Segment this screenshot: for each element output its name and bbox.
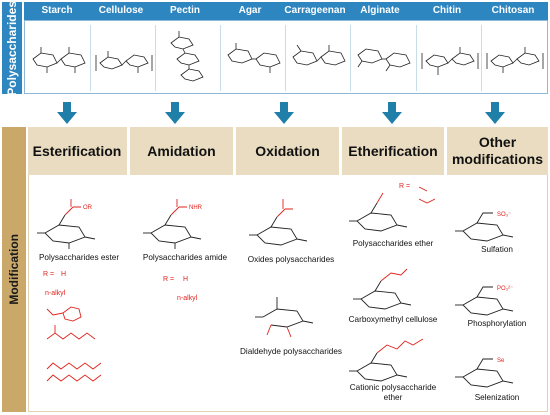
column-title-esterification: Esterification: [32, 142, 122, 159]
structure-divider: [416, 25, 417, 91]
header-divider: [233, 127, 236, 175]
polysaccharide-structures-panel: [24, 20, 548, 94]
ester-product-label: Polysaccharides ester: [38, 253, 120, 262]
starch-structure: [32, 47, 86, 73]
modification-side-label: Modification: [2, 127, 26, 412]
poly-name-carrageenan: Carrageenan: [284, 5, 346, 16]
modification-body: OR Polysaccharides ester R = H n-alkyl N…: [28, 175, 548, 412]
polysaccharides-side-label: Polysaccharides: [2, 0, 22, 96]
header-divider: [339, 127, 342, 175]
pectin-structure: [170, 31, 204, 82]
modification-side-text: Modification: [7, 234, 21, 305]
column-title-amidation: Amidation: [147, 142, 216, 159]
dialdehyde-product-label: Dialdehyde polysaccharides: [240, 347, 342, 356]
amide-product-label: Polysaccharides amide: [142, 253, 228, 262]
structure-divider: [90, 25, 91, 91]
poly-name-chitosan: Chitosan: [491, 5, 535, 16]
carrageenan-structure: [292, 44, 346, 66]
ether-r-eq: R =: [399, 183, 411, 190]
selenization-group: Se: [497, 358, 505, 364]
other-title-line1: Other: [478, 134, 517, 150]
amide-group-label: NHR: [189, 205, 203, 211]
ester-molecule: OR: [37, 199, 96, 249]
amide-r-alkyl: n-alkyl: [177, 295, 198, 302]
column-title-oxidation: Oxidation: [255, 142, 320, 159]
ester-r-groups: [46, 306, 102, 382]
ester-r-h: H: [61, 271, 67, 278]
agar-structure: [227, 43, 281, 73]
sulfation-label: Sulfation: [481, 245, 513, 254]
selenization-molecule: Se: [455, 358, 514, 388]
amide-molecule: NHR: [143, 199, 203, 249]
poly-name-chitin: Chitin: [432, 5, 462, 16]
phosphorylation-label: Phosphorylation: [467, 319, 527, 328]
polysaccharides-side-text: Polysaccharides: [5, 0, 19, 96]
ester-group-label: OR: [83, 205, 93, 211]
cationic-ether-label-line2: ether: [383, 393, 403, 402]
ester-r-eq: R =: [43, 271, 55, 278]
alginate-structure: [357, 48, 411, 72]
dialdehyde-molecule: [255, 297, 314, 338]
ether-product-label: Polysaccharides ether: [352, 239, 434, 248]
ether-molecule: [349, 186, 436, 232]
oxide-product-label: Oxides polysaccharides: [247, 255, 335, 264]
structure-divider: [285, 25, 286, 91]
arrow-down-icon: [57, 102, 77, 124]
cellulose-structure: [95, 51, 153, 73]
amide-r-h: H: [183, 276, 189, 283]
column-title-other-modifications: Other modifications: [447, 127, 548, 175]
arrow-down-icon: [485, 102, 505, 124]
arrow-down-icon: [274, 102, 294, 124]
poly-name-agar: Agar: [238, 5, 262, 16]
sulfation-molecule: SO₃⁻: [455, 212, 514, 242]
poly-name-pectin: Pectin: [169, 5, 200, 16]
selenization-label: Selenization: [474, 393, 520, 402]
structure-divider: [220, 25, 221, 91]
sulfation-group: SO₃⁻: [497, 212, 511, 218]
ester-r-alkyl: n-alkyl: [45, 290, 66, 297]
header-divider: [127, 127, 130, 175]
structure-divider: [481, 25, 482, 91]
cationic-ether-molecule: [349, 338, 424, 382]
phosphorylation-molecule: PO₃²⁻: [455, 286, 513, 316]
other-title-line2: modifications: [451, 151, 543, 167]
poly-name-starch: Starch: [41, 5, 73, 16]
structure-divider: [155, 25, 156, 91]
carboxymethyl-molecule: [353, 268, 412, 310]
polysaccharide-header-bar: Starch Cellulose Pectin Agar Carrageenan…: [24, 2, 548, 20]
cationic-ether-label-line1: Cationic polysaccharide: [349, 383, 437, 392]
poly-name-cellulose: Cellulose: [98, 5, 144, 16]
arrow-down-icon: [165, 102, 185, 124]
poly-name-alginate: Alginate: [360, 5, 400, 16]
chitin-structure: [421, 47, 479, 75]
chitosan-structure: [486, 47, 544, 73]
column-title-etherification: Etherification: [348, 142, 438, 159]
amide-r-eq: R =: [163, 276, 175, 283]
structure-divider: [350, 25, 351, 91]
carboxymethyl-product-label: Carboxymethyl cellulose: [348, 315, 438, 324]
modification-header-bar: Esterification Amidation Oxidation Ether…: [28, 127, 548, 175]
oxide-molecule: [249, 199, 308, 246]
phosphorylation-group: PO₃²⁻: [497, 286, 513, 292]
header-divider: [444, 127, 447, 175]
arrow-down-icon: [382, 102, 402, 124]
